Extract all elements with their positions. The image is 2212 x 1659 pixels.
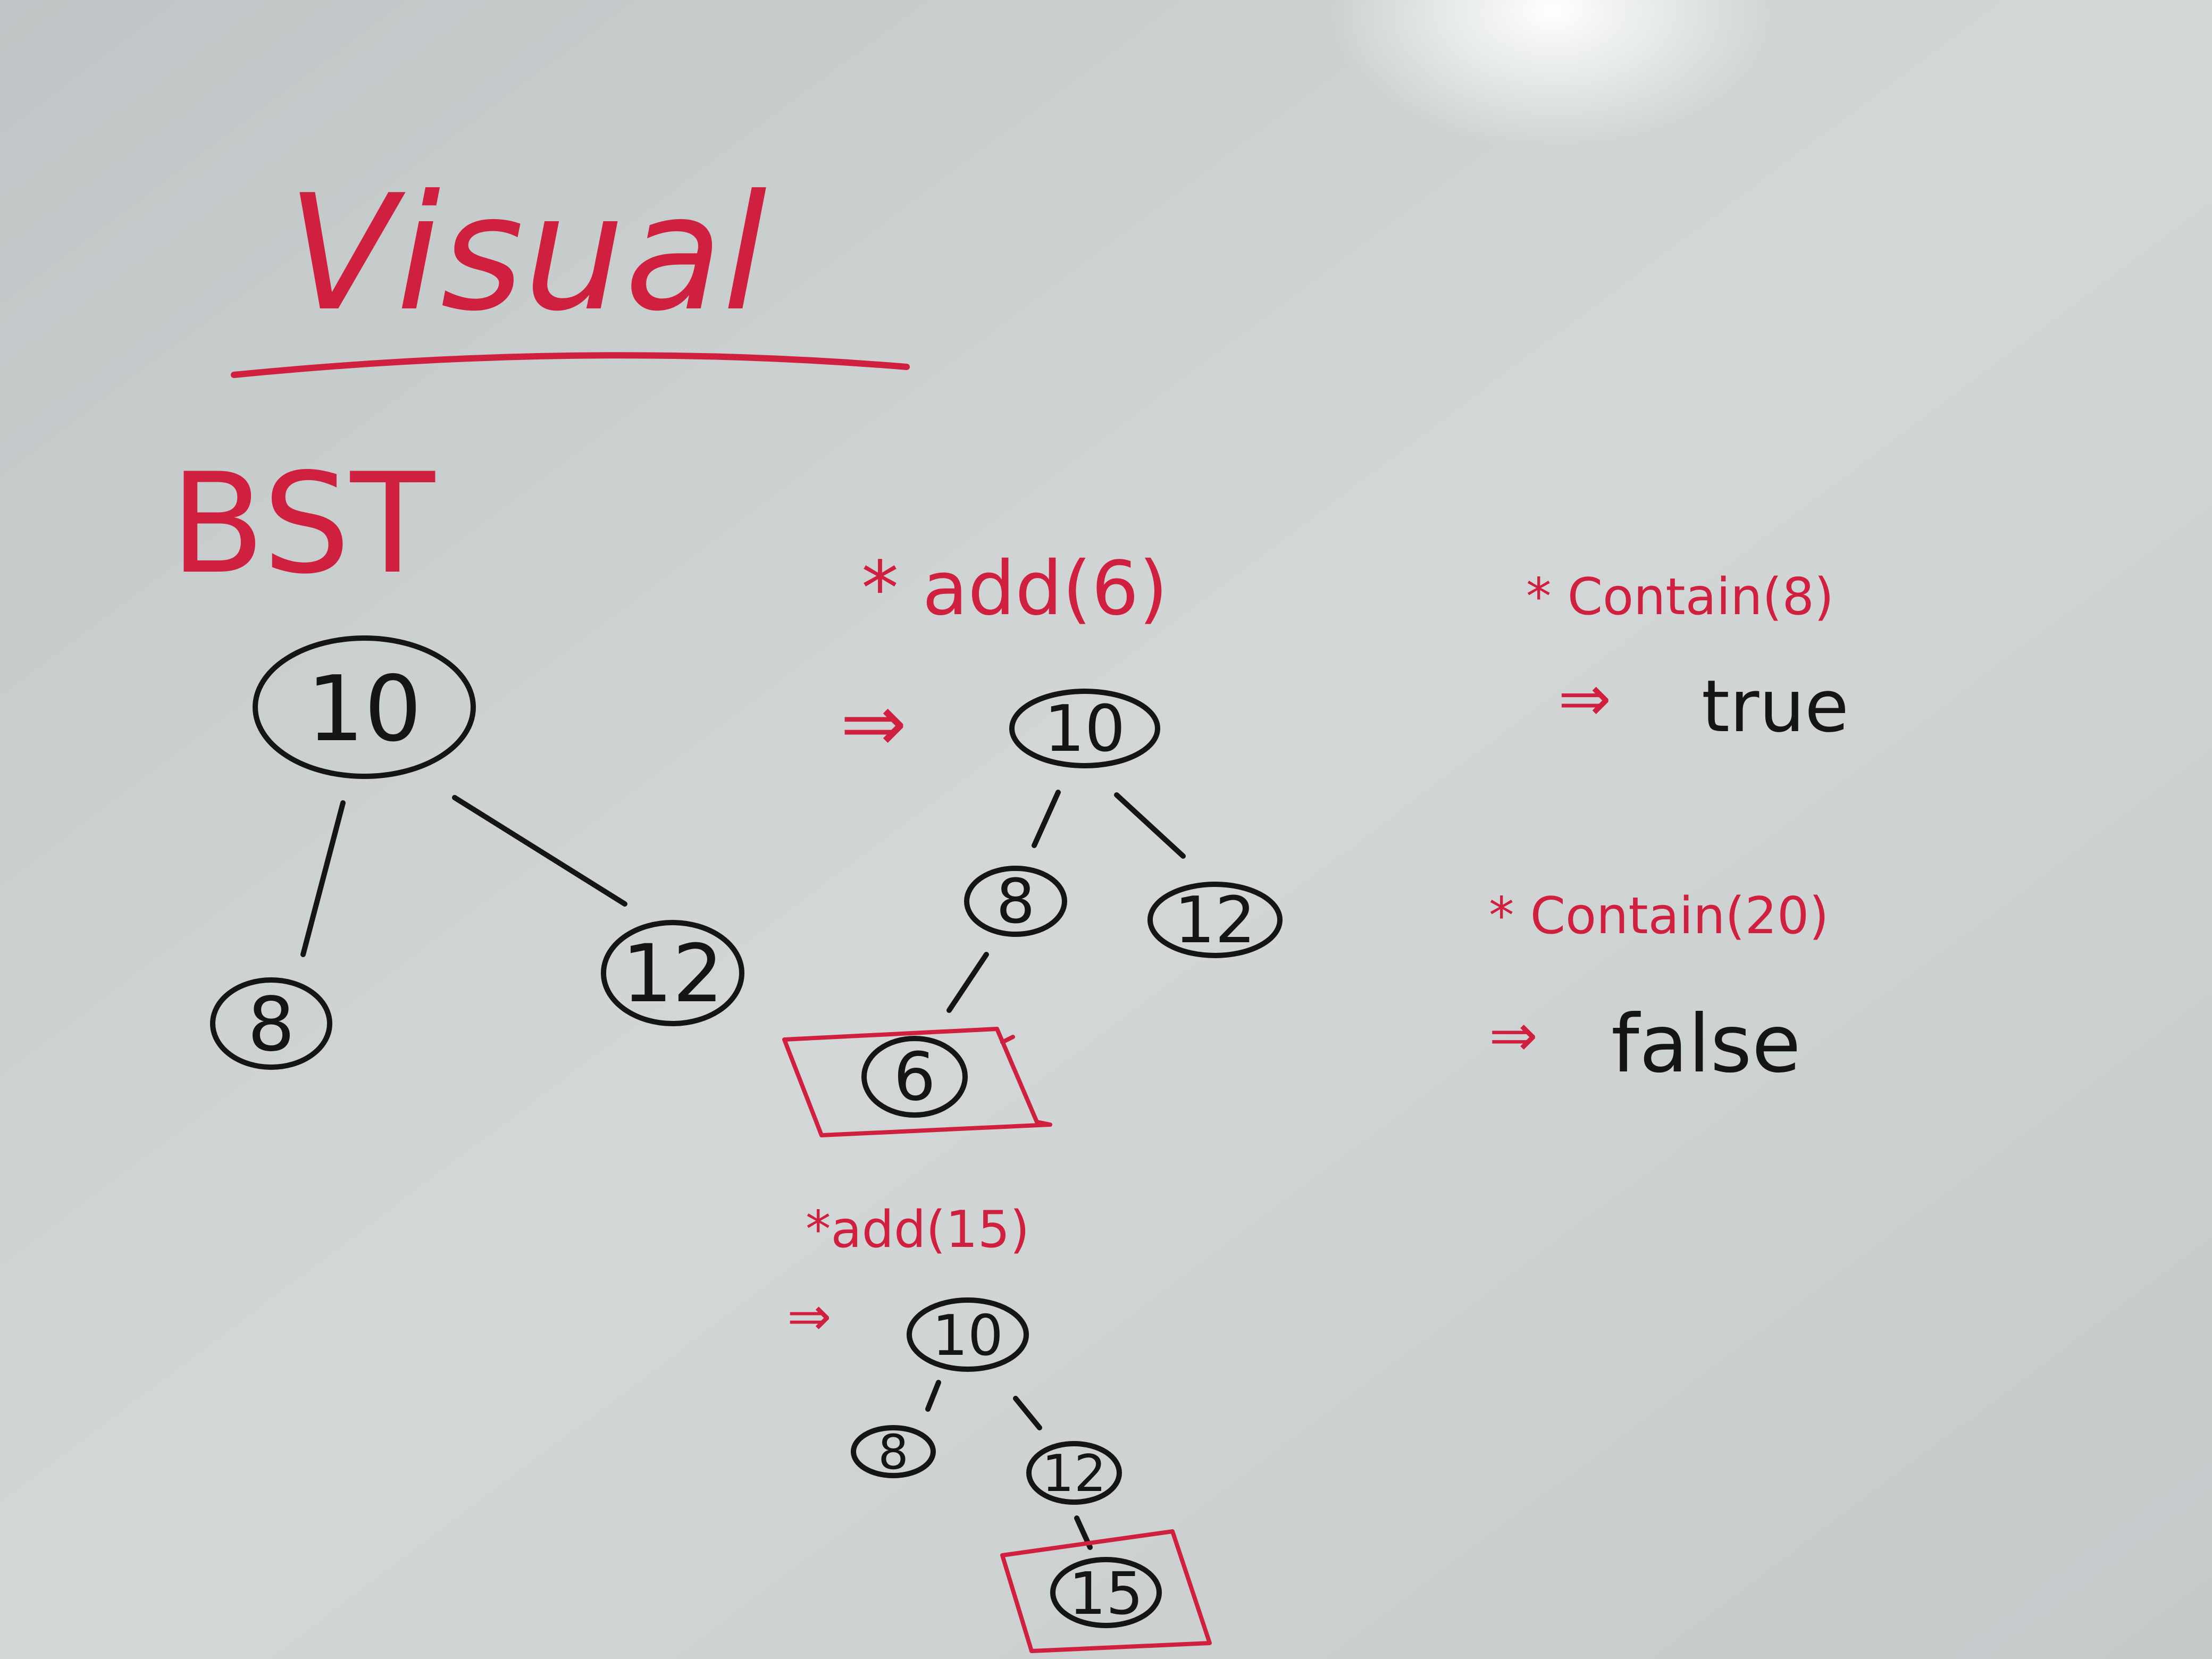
node-value: 8: [996, 866, 1035, 937]
node-value: 10: [307, 657, 422, 762]
bst-node: 12: [1147, 882, 1283, 958]
node-value: 15: [1069, 1560, 1143, 1628]
node-value: 8: [247, 982, 295, 1068]
highlighted-node: 15: [1000, 1529, 1212, 1653]
highlight-box: [1000, 1529, 1212, 1653]
edge-10-12: [1013, 1396, 1042, 1430]
bst-node: 10: [1009, 689, 1160, 768]
bst-node: 10: [907, 1297, 1029, 1372]
bst-node: 10: [253, 635, 476, 779]
query-label: * Contain(8): [1526, 568, 1834, 626]
node-value: 10: [1044, 692, 1126, 766]
node-value: 6: [893, 1038, 936, 1116]
edge-10-8: [925, 1380, 941, 1412]
node-value: 12: [1175, 884, 1256, 958]
light-glare: [1329, 0, 1776, 149]
arrow-icon: ⇒: [1558, 662, 1612, 736]
arrow-icon: ⇒: [1489, 1001, 1538, 1069]
tree-original: 10 8 12: [210, 635, 744, 1070]
operation-label: * add(6): [861, 546, 1168, 632]
board-subtitle: BST: [170, 444, 437, 605]
edge-10-8: [300, 800, 346, 957]
edge-10-12: [1114, 792, 1186, 859]
query-result: false: [1611, 998, 1801, 1091]
highlighted-node: 6: [782, 1027, 1052, 1137]
query-contain-20: * Contain(20) ⇒ false: [1489, 887, 1829, 1091]
bst-node: 12: [1026, 1441, 1122, 1505]
query-label: * Contain(20): [1489, 887, 1829, 945]
bst-node: 8: [210, 977, 332, 1070]
tree-add-15: *add(15) ⇒ 10 8 12 15: [787, 1201, 1212, 1653]
node-value: 8: [878, 1425, 908, 1480]
edge-10-8: [1032, 790, 1061, 848]
bst-node: 8: [851, 1425, 936, 1480]
node-value: 12: [622, 928, 724, 1020]
title-underline: [231, 352, 910, 378]
query-contain-8: * Contain(8) ⇒ true: [1526, 568, 1849, 748]
arrow-icon: ⇒: [840, 677, 907, 770]
node-value: 10: [932, 1303, 1003, 1368]
operation-label: *add(15): [806, 1201, 1029, 1259]
edge-8-6: [946, 952, 989, 1013]
arrow-icon: ⇒: [787, 1285, 832, 1347]
bst-node: 8: [964, 866, 1067, 937]
node-value: 12: [1042, 1445, 1107, 1503]
edge-10-12: [452, 795, 627, 907]
tree-add-6: * add(6) ⇒ 10 8 12 6: [782, 546, 1283, 1137]
board-title: Visual: [287, 161, 767, 346]
query-result: true: [1702, 665, 1849, 748]
bst-node: 12: [601, 920, 744, 1026]
highlight-box: [782, 1027, 1052, 1137]
